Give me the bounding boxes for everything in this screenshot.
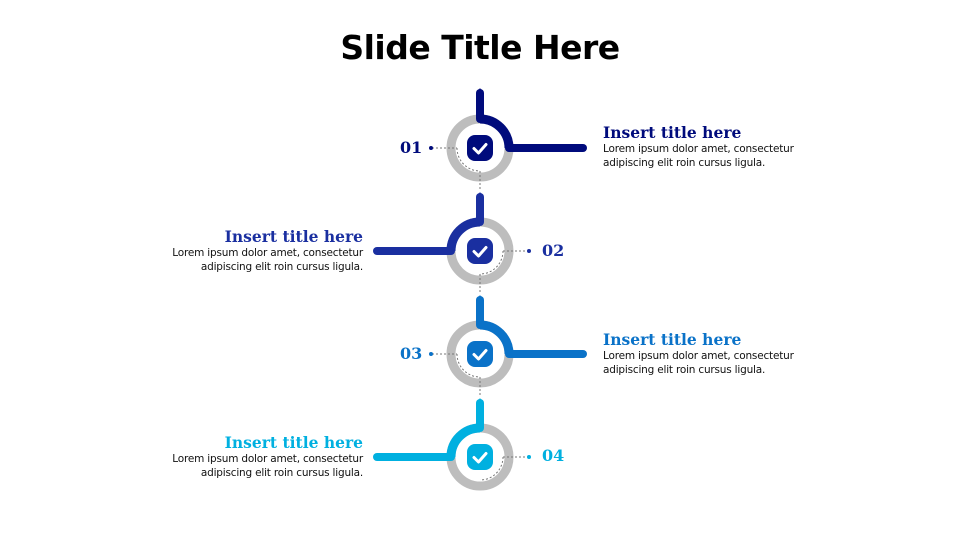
step-2-graphic (373, 192, 531, 293)
step-3-title: Insert title here (603, 330, 742, 349)
step-2-arc (446, 217, 481, 252)
step-3-number: 03 (400, 344, 423, 363)
step-2-body-line1: Lorem ipsum dolor amet, consectetur (172, 247, 363, 259)
step-1-title: Insert title here (603, 123, 742, 142)
step-2-text: Insert title here Lorem ipsum dolor amet… (148, 228, 363, 274)
step-3-body-line2: adipiscing elit roin cursus ligula. (603, 364, 766, 376)
checkmark-icon (467, 135, 493, 161)
step-4-title: Insert title here (224, 433, 363, 452)
step-2-number: 02 (542, 241, 565, 260)
step-3-body-line1: Lorem ipsum dolor amet, consectetur (603, 350, 794, 362)
checkmark-icon (467, 238, 493, 264)
slide-title: Slide Title Here (340, 28, 620, 67)
step-4-body-line1: Lorem ipsum dolor amet, consectetur (172, 453, 363, 465)
step-2-title: Insert title here (224, 227, 363, 246)
step-3-graphic (429, 295, 587, 396)
step-3-arc (479, 320, 514, 355)
step-1-number: 01 (400, 138, 423, 157)
step-1-body-line1: Lorem ipsum dolor amet, consectetur (603, 143, 794, 155)
step-2-body-line2: adipiscing elit roin cursus ligula. (200, 261, 363, 273)
step-1-text: Insert title here Lorem ipsum dolor amet… (603, 124, 818, 170)
step-4-arc (446, 423, 481, 458)
step-1-arc (479, 114, 514, 149)
step-4-text: Insert title here Lorem ipsum dolor amet… (148, 434, 363, 480)
step-1-body-line2: adipiscing elit roin cursus ligula. (603, 157, 766, 169)
checkmark-icon (467, 444, 493, 470)
step-1-graphic (429, 88, 587, 190)
step-4-graphic (373, 398, 531, 491)
checkmark-icon (467, 341, 493, 367)
step-4-number: 04 (542, 446, 565, 465)
step-3-text: Insert title here Lorem ipsum dolor amet… (603, 331, 818, 377)
step-4-body-line2: adipiscing elit roin cursus ligula. (200, 467, 363, 479)
